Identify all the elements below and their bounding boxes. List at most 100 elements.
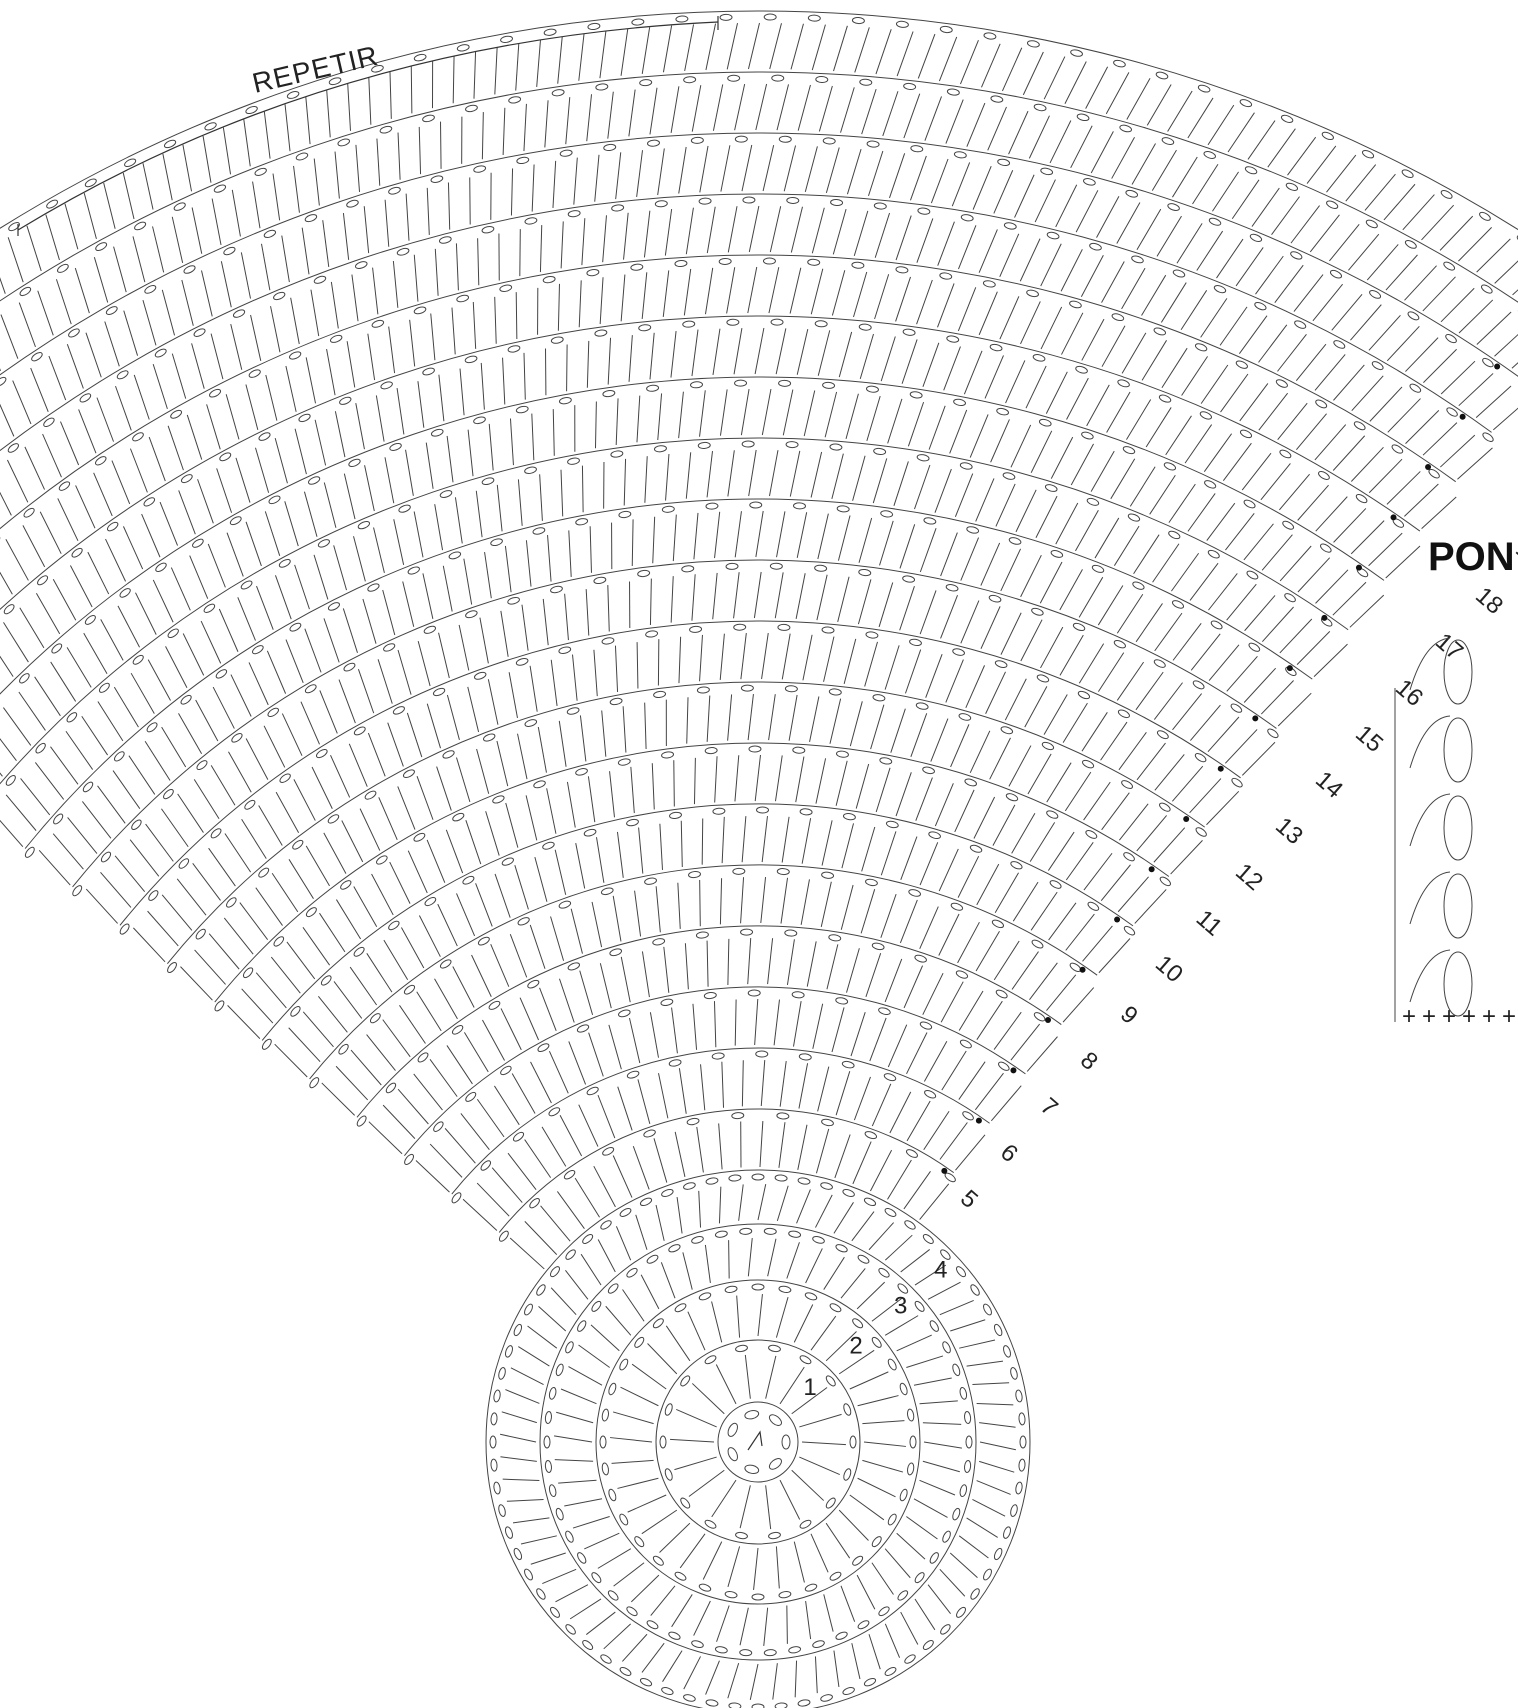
double-crochet-stitch: [975, 1073, 1003, 1110]
chain-stitch: [788, 1646, 801, 1654]
double-crochet-stitch: [1262, 607, 1293, 642]
double-crochet-stitch: [761, 877, 766, 923]
double-crochet-stitch: [456, 757, 469, 801]
double-crochet-stitch: [694, 513, 698, 559]
chain-stitch: [940, 26, 953, 34]
chain-stitch: [1081, 759, 1094, 770]
chain-stitch: [698, 1583, 711, 1593]
double-crochet-stitch: [780, 1480, 800, 1519]
chain-stitch: [863, 1677, 876, 1688]
chain-stitch: [928, 1551, 940, 1564]
double-crochet-stitch: [621, 1387, 659, 1406]
double-crochet-stitch: [1061, 249, 1082, 291]
double-crochet-stitch: [977, 1481, 1011, 1495]
double-crochet-stitch: [815, 1195, 832, 1228]
chain-stitch: [1239, 98, 1252, 108]
double-crochet-stitch: [961, 538, 979, 581]
double-crochet-stitch: [794, 1305, 813, 1343]
double-crochet-stitch: [560, 1115, 582, 1156]
chain-stitch: [821, 872, 834, 879]
chain-stitch: [602, 637, 615, 645]
double-crochet-stitch: [198, 479, 214, 523]
double-crochet-stitch: [689, 1470, 724, 1496]
chain-stitch: [208, 388, 221, 399]
double-crochet-stitch: [575, 1178, 599, 1217]
double-crochet-stitch: [950, 1320, 985, 1331]
chain-stitch: [602, 390, 615, 398]
double-crochet-stitch: [817, 575, 827, 620]
double-crochet-stitch: [172, 217, 182, 263]
double-crochet-stitch: [43, 434, 62, 477]
double-crochet-stitch: [885, 1549, 910, 1578]
double-crochet-stitch: [232, 190, 240, 237]
chain-stitch: [788, 1230, 801, 1238]
double-crochet-stitch: [323, 220, 329, 267]
double-crochet-stitch: [639, 827, 643, 873]
chain-stitch: [268, 494, 281, 505]
double-crochet-stitch: [461, 1113, 490, 1149]
double-crochet-stitch: [591, 1325, 619, 1351]
chain-stitch: [704, 1519, 717, 1530]
double-crochet-stitch: [684, 269, 690, 315]
double-crochet-stitch: [676, 1409, 716, 1427]
chain-stitch: [581, 1639, 594, 1651]
double-crochet-stitch: [447, 1045, 473, 1083]
chain-stitch: [504, 1345, 514, 1358]
double-crochet-stitch: [88, 552, 109, 594]
chain-stitch: [859, 324, 872, 331]
double-crochet-stitch: [896, 772, 911, 816]
double-crochet-stitch: [286, 366, 296, 412]
double-crochet-stitch: [600, 963, 611, 1008]
chain-stitch: [877, 1267, 890, 1279]
chain-stitch: [896, 1589, 909, 1602]
double-crochet-stitch: [650, 1012, 658, 1057]
chain-stitch: [688, 871, 701, 878]
double-crochet-stitch: [940, 1569, 965, 1596]
chain-stitch: [903, 83, 916, 90]
double-crochet-stitch: [1152, 150, 1176, 191]
double-crochet-stitch: [282, 236, 290, 282]
ring-line: [718, 1402, 798, 1482]
chain-stitch: [414, 53, 427, 62]
chain-stitch: [660, 998, 673, 1006]
double-crochet-stitch: [201, 621, 221, 663]
chain-stitch: [750, 502, 762, 508]
double-crochet-stitch: [253, 182, 260, 229]
double-crochet-stitch: [241, 252, 250, 298]
chain-stitch: [668, 1243, 681, 1253]
chain-stitch: [804, 1583, 817, 1593]
double-crochet-stitch: [1041, 307, 1062, 349]
chain-stitch: [626, 1070, 639, 1080]
row-line: [0, 377, 1384, 772]
double-crochet-stitch: [748, 1238, 752, 1276]
row-number: 9: [1115, 1001, 1143, 1030]
chain-stitch: [407, 566, 420, 576]
double-crochet-stitch: [423, 573, 433, 618]
double-crochet-stitch: [777, 84, 789, 130]
chain-stitch: [798, 1177, 811, 1185]
double-crochet-stitch: [712, 1480, 736, 1517]
chain-stitch: [1031, 607, 1044, 617]
double-crochet-stitch: [134, 375, 149, 420]
chain-stitch: [367, 582, 380, 592]
double-crochet-stitch: [729, 1240, 730, 1278]
chain-stitch: [830, 199, 842, 206]
double-crochet-stitch: [1048, 832, 1074, 870]
double-crochet-stitch: [1142, 275, 1166, 315]
double-crochet-stitch: [19, 303, 35, 347]
chain-stitch: [871, 1535, 883, 1548]
chain-stitch: [644, 877, 657, 885]
double-crochet-stitch: [98, 702, 123, 741]
double-crochet-stitch: [803, 635, 812, 681]
double-crochet-stitch: [684, 1656, 701, 1689]
double-crochet-stitch: [538, 727, 546, 773]
chain-stitch: [1027, 40, 1040, 48]
chain-stitch: [735, 1344, 748, 1352]
double-crochet-stitch: [762, 389, 771, 435]
single-crochet-mark: +: [1482, 1003, 1496, 1030]
chain-stitch: [744, 1409, 759, 1420]
double-crochet-stitch: [183, 634, 204, 676]
double-crochet-stitch: [510, 1238, 544, 1269]
chain-stitch: [867, 141, 879, 148]
double-crochet-stitch: [507, 1499, 544, 1501]
